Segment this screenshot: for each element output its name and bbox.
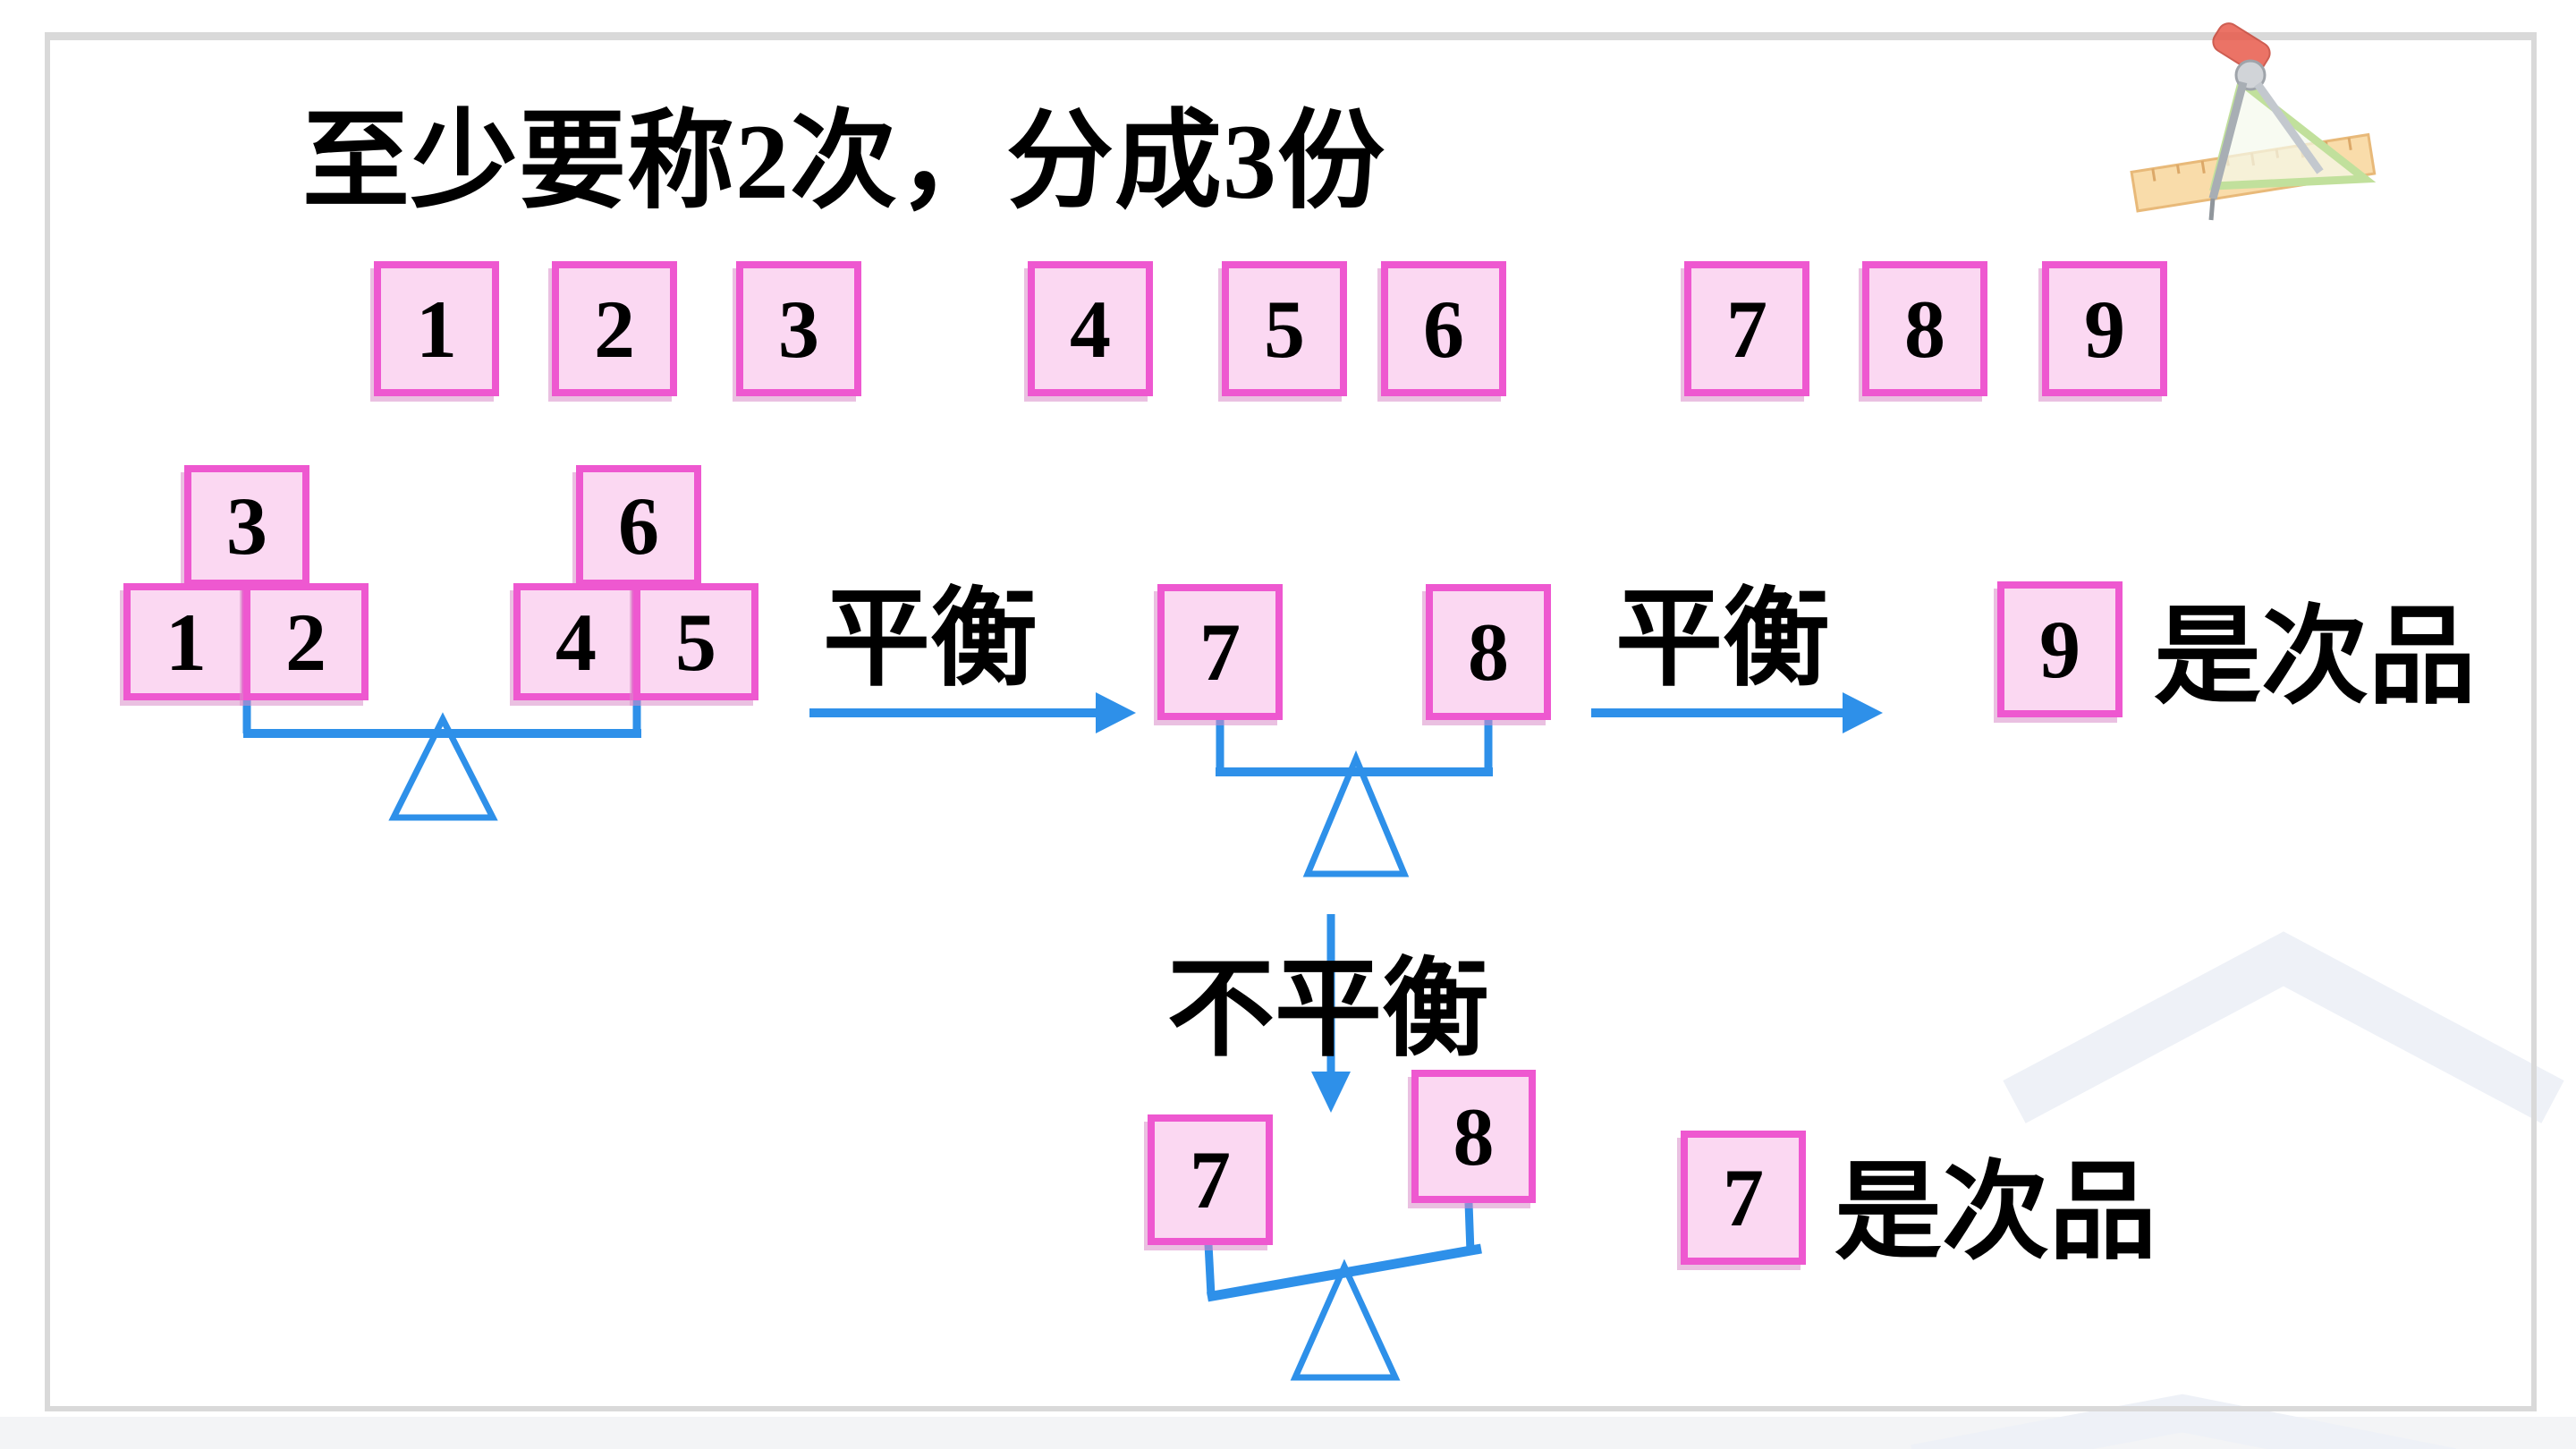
scale1-right-bottom-box-1: 4 (513, 583, 639, 700)
slide-border (45, 32, 2537, 1411)
item-box-1: 1 (374, 261, 499, 396)
unbalanced-down-arrow-head (1311, 1072, 1351, 1113)
result-box-balanced: 9 (1997, 581, 2123, 717)
scale3-left-box: 7 (1148, 1114, 1273, 1245)
item-box-2: 2 (552, 261, 677, 396)
scale2-right-box: 8 (1426, 584, 1551, 720)
compass-icon (2208, 22, 2324, 221)
balanced-arrow-2-head (1843, 692, 1883, 733)
unbalanced-label: 不平衡 (1167, 950, 1489, 1069)
item-box-8: 8 (1862, 261, 1987, 396)
item-box-5: 5 (1222, 261, 1347, 396)
scale2-left-box: 7 (1157, 584, 1283, 720)
scale3-left-drop (1204, 1243, 1216, 1296)
balanced-label-2: 平衡 (1615, 580, 1830, 699)
scale1-right-bottom-box-2: 5 (633, 583, 758, 700)
item-box-4: 4 (1028, 261, 1153, 396)
scale1-left-bottom-box-1: 1 (123, 583, 249, 700)
item-box-9: 9 (2042, 261, 2167, 396)
scale1-fulcrum-triangle (388, 712, 498, 821)
result-box-unbalanced: 7 (1681, 1131, 1806, 1265)
scale1-right-top-box: 6 (576, 465, 701, 587)
scale3-right-box: 8 (1411, 1070, 1536, 1203)
chevron-decoration (2003, 931, 2564, 1123)
defective-text-balanced: 是次品 (2154, 597, 2476, 716)
scale1-left-top-box: 3 (184, 465, 309, 587)
drafting-tools-icon (2130, 22, 2377, 221)
scale3-fulcrum-triangle (1290, 1258, 1401, 1381)
item-box-3: 3 (736, 261, 861, 396)
balanced-arrow-1-head (1096, 692, 1136, 733)
chevron-decoration-bottom (1911, 1394, 2457, 1449)
page-title: 至少要称2次，分成3份 (302, 102, 1385, 221)
item-box-6: 6 (1381, 261, 1506, 396)
scale2-fulcrum-triangle (1302, 750, 1410, 877)
item-box-7: 7 (1684, 261, 1809, 396)
scale1-left-bottom-box-2: 2 (243, 583, 369, 700)
balanced-label-1: 平衡 (823, 580, 1038, 699)
defective-text-unbalanced: 是次品 (1835, 1153, 2157, 1272)
scale3-right-drop (1464, 1202, 1475, 1253)
